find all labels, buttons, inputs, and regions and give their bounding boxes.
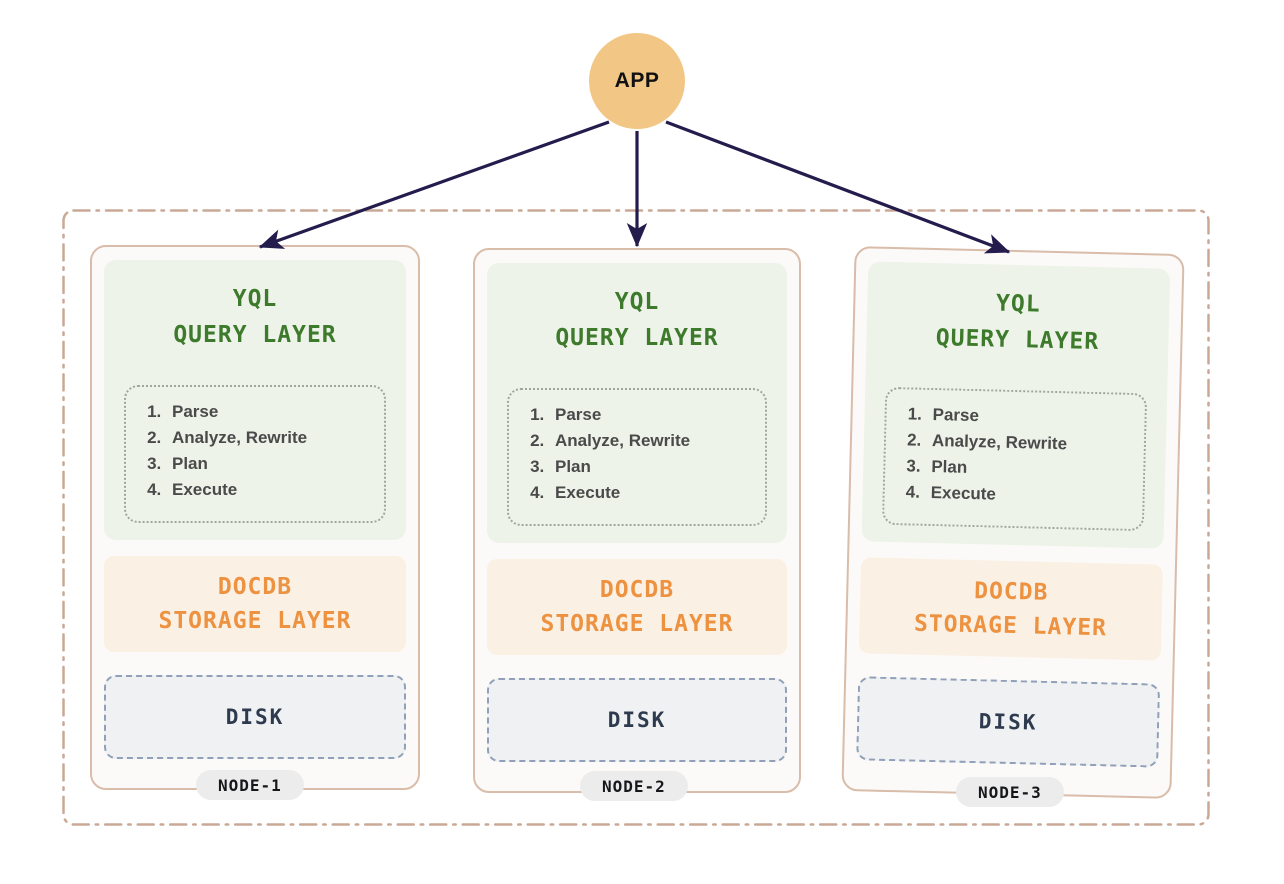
node-3-pill-label: NODE-3 <box>978 782 1042 802</box>
node-1-pill: NODE-1 <box>196 770 304 800</box>
app-label: APP <box>614 69 660 92</box>
node-2-step-3: Plan <box>549 454 765 480</box>
node-2-disk-label: DISK <box>607 708 667 732</box>
node-1-steps-box: Parse Analyze, Rewrite Plan Execute <box>124 385 386 523</box>
node-3-pill: NODE-3 <box>956 777 1064 807</box>
node-2-yql-panel: YQL QUERY LAYER Parse Analyze, Rewrite P… <box>487 263 787 543</box>
node-2-inner: YQL QUERY LAYER Parse Analyze, Rewrite P… <box>475 250 799 791</box>
node-3-yql-panel: YQL QUERY LAYER Parse Analyze, Rewrite P… <box>861 261 1171 549</box>
node-2-step-4: Execute <box>549 480 765 506</box>
node-1-yql-line1: YQL <box>232 286 278 312</box>
node-2-step-2: Analyze, Rewrite <box>549 428 765 454</box>
node-3-disk-label: DISK <box>978 709 1038 735</box>
app-node[interactable]: APP <box>589 33 685 129</box>
node-2-steps-box: Parse Analyze, Rewrite Plan Execute <box>507 388 767 526</box>
node-1-step-1: Parse <box>166 399 384 425</box>
node-1-step-3: Plan <box>166 451 384 477</box>
node-2-docdb-panel: DOCDB STORAGE LAYER <box>487 559 787 655</box>
node-1-steps-list: Parse Analyze, Rewrite Plan Execute <box>126 387 384 503</box>
node-2-pill: NODE-2 <box>580 771 688 801</box>
node-3-docdb-title: DOCDB STORAGE LAYER <box>914 572 1109 646</box>
node-3-disk-panel: DISK <box>856 676 1161 768</box>
node-2-yql-title: YQL QUERY LAYER <box>487 263 787 356</box>
node-3-yql-line1: YQL <box>995 290 1041 318</box>
node-card-3[interactable]: YQL QUERY LAYER Parse Analyze, Rewrite P… <box>841 246 1185 799</box>
node-2-disk-panel: DISK <box>487 678 787 762</box>
node-3-step-4: Execute <box>924 480 1143 511</box>
node-3-steps-list: Parse Analyze, Rewrite Plan Execute <box>884 389 1145 511</box>
node-3-steps-box: Parse Analyze, Rewrite Plan Execute <box>881 386 1148 532</box>
node-1-disk-panel: DISK <box>104 675 406 759</box>
node-1-disk-label: DISK <box>225 705 285 729</box>
node-2-pill-label: NODE-2 <box>602 776 666 796</box>
node-3-docdb-line1: DOCDB <box>973 577 1049 606</box>
node-1-yql-line2: QUERY LAYER <box>173 321 337 348</box>
node-2-docdb-title: DOCDB STORAGE LAYER <box>540 573 733 642</box>
node-1-yql-panel: YQL QUERY LAYER Parse Analyze, Rewrite P… <box>104 260 406 540</box>
node-3-yql-title: YQL QUERY LAYER <box>866 261 1170 362</box>
node-1-docdb-line1: DOCDB <box>217 573 293 600</box>
node-1-step-4: Execute <box>166 477 384 503</box>
node-2-step-1: Parse <box>549 402 765 428</box>
node-2-docdb-line1: DOCDB <box>599 576 675 603</box>
node-card-1[interactable]: YQL QUERY LAYER Parse Analyze, Rewrite P… <box>90 245 420 790</box>
node-card-2[interactable]: YQL QUERY LAYER Parse Analyze, Rewrite P… <box>473 248 801 793</box>
node-3-yql-line2: QUERY LAYER <box>935 324 1100 355</box>
node-1-step-2: Analyze, Rewrite <box>166 425 384 451</box>
node-2-yql-line1: YQL <box>614 289 660 315</box>
node-3-inner: YQL QUERY LAYER Parse Analyze, Rewrite P… <box>843 248 1182 797</box>
node-2-docdb-line2: STORAGE LAYER <box>540 611 734 637</box>
node-1-docdb-line2: STORAGE LAYER <box>158 608 352 634</box>
node-1-pill-label: NODE-1 <box>218 775 282 795</box>
node-1-yql-title: YQL QUERY LAYER <box>104 260 406 353</box>
node-3-docdb-panel: DOCDB STORAGE LAYER <box>858 557 1164 661</box>
node-2-steps-list: Parse Analyze, Rewrite Plan Execute <box>509 390 765 506</box>
node-1-docdb-panel: DOCDB STORAGE LAYER <box>104 556 406 652</box>
node-1-docdb-title: DOCDB STORAGE LAYER <box>158 570 351 639</box>
node-2-yql-line2: QUERY LAYER <box>555 324 719 351</box>
node-1-inner: YQL QUERY LAYER Parse Analyze, Rewrite P… <box>92 247 418 788</box>
node-3-docdb-line2: STORAGE LAYER <box>913 610 1108 642</box>
